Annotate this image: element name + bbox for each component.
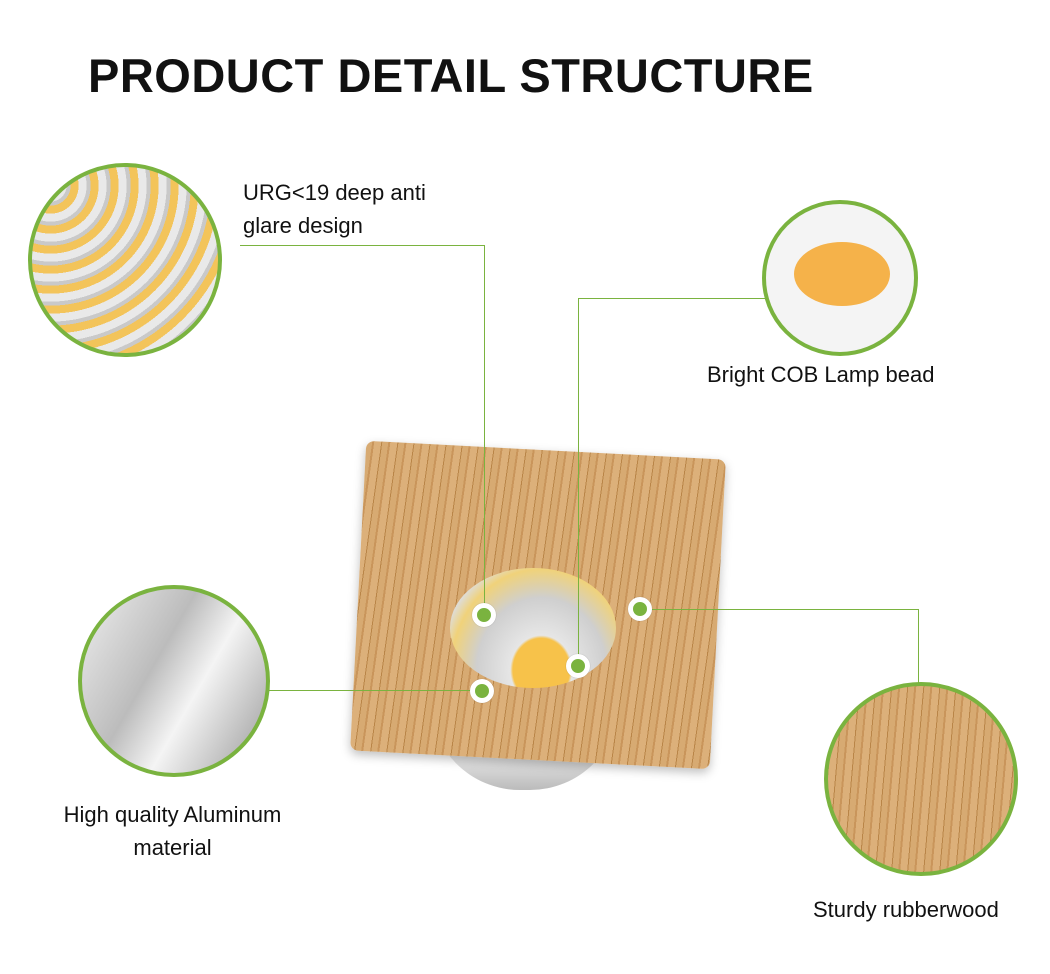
cob-label: Bright COB Lamp bead [707, 362, 935, 387]
callout-line-anti-glare-v [484, 245, 485, 615]
hotspot-wood[interactable] [628, 597, 652, 621]
label-line: URG<19 deep anti [243, 180, 426, 205]
aluminum-label: High quality Aluminum material [30, 798, 315, 864]
label-line: High quality Aluminum [63, 802, 282, 827]
cob-detail-image [762, 200, 918, 356]
hotspot-cob[interactable] [566, 654, 590, 678]
aluminum-detail-image [78, 585, 270, 777]
anti-glare-detail-image [28, 163, 222, 357]
label-line: glare design [243, 213, 363, 238]
callout-line-aluminum [268, 690, 482, 691]
callout-line-cob-v [578, 298, 579, 666]
hotspot-anti-glare[interactable] [472, 603, 496, 627]
wood-label: Sturdy rubberwood [813, 897, 999, 922]
callout-line-cob [578, 298, 768, 299]
hotspot-aluminum[interactable] [470, 679, 494, 703]
wood-detail-image [824, 682, 1018, 876]
callout-line-wood-v [918, 609, 919, 689]
page-title: PRODUCT DETAIL STRUCTURE [88, 49, 814, 102]
callout-line-anti-glare [240, 245, 485, 246]
anti-glare-label: URG<19 deep anti glare design [243, 176, 426, 242]
callout-line-wood [640, 609, 919, 610]
label-line: material [133, 835, 212, 860]
lamp-reflector [450, 568, 616, 688]
